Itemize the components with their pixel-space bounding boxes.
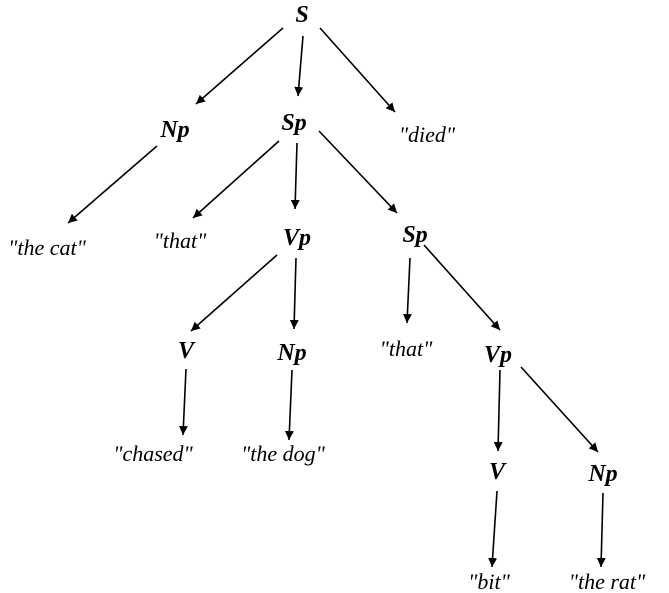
edge-sp-1-to-that-1 [192,140,280,219]
edge-sp-2-to-that-2 [402,257,412,324]
node-that-1: "that" [154,228,207,253]
edge-s-root-to-died [319,27,396,113]
edge-np-2-to-the-dog [284,369,294,441]
node-sp-1: Sp [281,110,306,136]
node-that-2: "that" [380,336,433,361]
edge-vp-1-to-np-2 [289,257,299,330]
tree-edges [67,27,606,568]
node-s-root: S [295,2,308,28]
edge-sp-1-to-sp-2 [318,130,398,214]
node-bit: "bit" [468,569,510,593]
node-the-dog: "the dog" [241,441,326,466]
node-v-2: V [489,459,507,485]
node-np-3: Np [587,461,617,487]
node-the-cat: "the cat" [8,235,86,260]
edge-sp-1-to-vp-1 [290,142,300,210]
edge-s-root-to-np-1 [195,27,284,105]
node-np-1: Np [159,117,189,143]
edge-vp-2-to-np-3 [520,366,599,453]
edge-vp-1-to-v-1 [190,254,278,332]
edge-v-1-to-chased [178,368,188,436]
node-the-rat: "the rat" [569,569,646,593]
node-vp-2: Vp [484,342,512,368]
node-chased: "chased" [113,441,193,466]
edge-vp-2-to-v-2 [493,369,503,452]
edge-s-root-to-sp-1 [294,35,304,97]
edge-sp-2-to-vp-2 [423,244,501,331]
tree-nodes: S Np Sp "died" "the cat" "that" Vp Sp V … [8,2,646,593]
node-np-2: Np [276,340,306,366]
edge-np-1-to-the-cat [67,145,158,224]
node-vp-1: Vp [283,225,311,251]
edge-np-3-to-the-rat [596,492,606,568]
node-sp-2: Sp [402,222,427,248]
node-v-1: V [178,338,196,364]
edge-v-2-to-bit [488,490,498,568]
node-died: "died" [399,122,456,147]
